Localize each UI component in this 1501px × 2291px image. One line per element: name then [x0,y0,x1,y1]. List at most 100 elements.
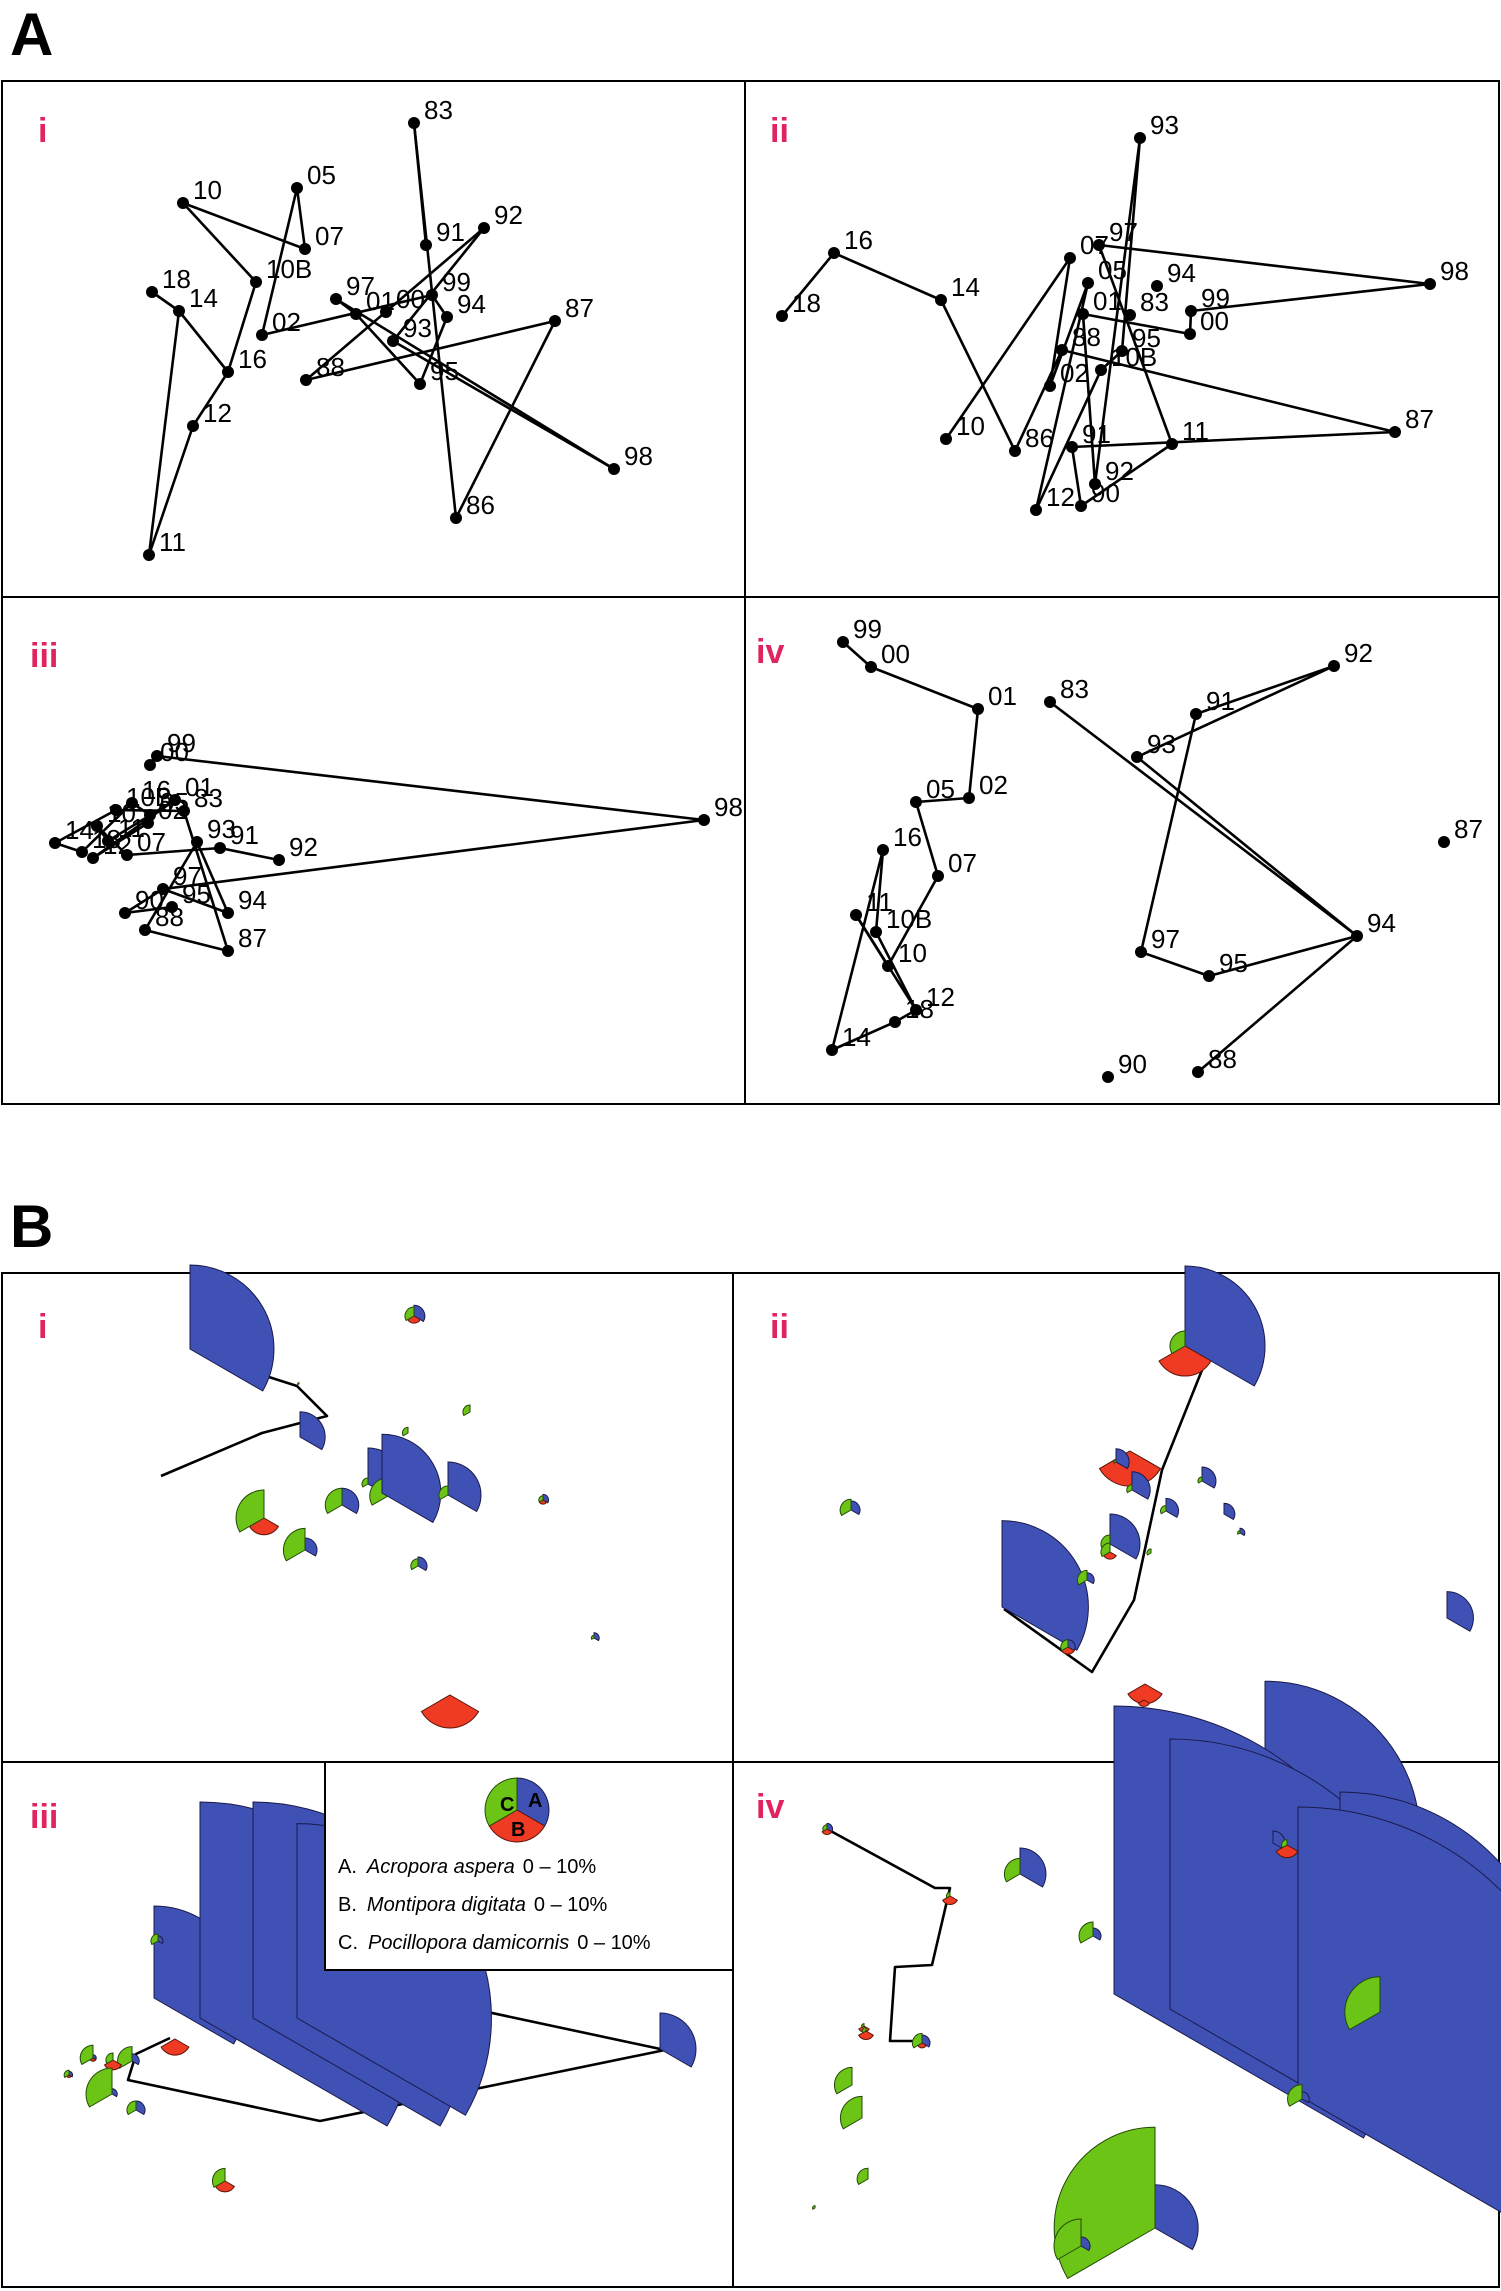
trajectory-segment-i-05-02 [260,187,299,336]
site-glyph-iv-21 [856,2167,869,2186]
legend-wedge-c [484,1777,518,1827]
wedge-pocillopora [839,2095,863,2130]
wedge-acropora [299,1411,326,1451]
site-point-i-00 [380,306,392,318]
site-label-ii-12: 12 [1046,482,1075,512]
trajectory-segment-iv-83-94 [1049,700,1358,938]
site-point-iii-11 [102,835,114,847]
site-label-iv-93: 93 [1147,729,1176,759]
legend-item-b-range: 0 – 10% [534,1894,608,1916]
site-glyph-i-11 [538,1493,549,1505]
wedge-pocillopora [297,1382,300,1386]
site-point-i-93 [387,335,399,347]
wedge-pocillopora [538,1495,544,1503]
legend-item-a-species: Acropora aspera [366,1856,515,1878]
wedge-acropora [1446,1591,1474,1632]
wedge-pocillopora [1197,1476,1203,1484]
legend-wedge-a [516,1777,550,1827]
site-label-iv-00: 00 [881,639,910,669]
site-glyph-i-7 [324,1487,360,1515]
trajectory-segment-iii-93-88 [143,841,199,931]
legend-item-c-species: Pocillopora damicornis [368,1932,569,1954]
legend-item-b-letter: B. [338,1894,357,1916]
wedge-pocillopora [839,1498,852,1517]
wedge-pocillopora [361,1477,369,1488]
section-label-b: B [10,1193,53,1260]
site-point-i-02 [256,329,268,341]
site-label-iii-01: 01 [185,772,214,802]
site-label-i-94: 94 [457,289,486,319]
wedge-pocillopora [79,2044,94,2066]
trajectory-line-i [160,1361,329,1478]
site-point-iii-16 [126,797,138,809]
site-point-i-86 [450,512,462,524]
site-label-iv-12: 12 [926,982,955,1012]
trajectory-segment-ii-00-01 [1082,312,1191,336]
wedge-acropora [1086,1572,1095,1585]
wedge-pocillopora [1100,1542,1111,1558]
site-point-ii-93 [1134,132,1146,144]
site-point-iv-10B [870,926,882,938]
wedge-pocillopora [1344,1976,1381,2031]
site-glyph-iv-14 [1078,1921,1102,1944]
trajectory-segment-i-83-91 [412,122,428,246]
wedge-pocillopora [911,2032,923,2049]
trajectory-segment-i-10-10B [182,202,257,283]
trajectory-segment-iv-92-93 [1136,664,1335,759]
site-glyph-iii-12 [79,2044,97,2066]
wedge-acropora [1092,1927,1102,1941]
section-b-bubble-plots [63,1264,1501,2280]
wedge-pocillopora [462,1404,471,1417]
trajectory-segment-ii-90-11 [1080,442,1173,508]
wedge-acropora [189,1264,275,1392]
site-label-iii-16: 16 [142,775,171,805]
site-label-i-95: 95 [430,356,459,386]
wedge-pocillopora [822,1824,828,1832]
wedge-pocillopora [410,1558,419,1571]
site-point-iv-87 [1438,836,1450,848]
wedge-pocillopora [1003,1857,1021,1883]
site-glyph-iii-13 [63,2069,74,2079]
wedge-acropora [304,1537,318,1557]
site-label-i-12: 12 [203,398,232,428]
site-point-i-92 [478,222,490,234]
site-point-iv-01 [972,703,984,715]
site-point-i-91 [420,239,432,251]
site-point-iii-00 [144,759,156,771]
site-label-i-07: 07 [315,221,344,251]
site-glyph-ii-8 [1197,1466,1217,1489]
wedge-pocillopora [1053,2126,1156,2280]
wedge-pocillopora [282,1527,306,1562]
site-glyph-iv-15 [821,1822,833,1836]
site-label-i-18: 18 [162,264,191,294]
site-point-ii-90 [1075,500,1087,512]
site-point-ii-99 [1185,305,1197,317]
wedge-acropora [341,1487,360,1515]
site-label-ii-10: 10 [956,411,985,441]
site-label-ii-95: 95 [1132,323,1161,353]
site-glyph-i-0 [189,1264,275,1392]
site-glyph-iv-13 [1003,1847,1047,1888]
site-label-iii-94: 94 [238,885,267,915]
site-point-ii-88 [1056,344,1068,356]
site-point-iv-88 [1192,1066,1204,1078]
site-glyph-i-15 [297,1382,300,1386]
site-point-iii-83 [178,805,190,817]
site-glyph-iii-5 [150,1933,164,1946]
site-point-i-05 [291,182,303,194]
trajectory-segment-iii-88-87 [144,928,229,953]
wedge-pocillopora [324,1487,343,1515]
wedge-pocillopora [1281,1839,1288,1849]
trajectory-segment-iii-10B-14 [54,808,117,845]
site-glyph-ii-5 [1113,1448,1130,1470]
trajectory-segment-ii-97-98 [1098,243,1431,286]
site-point-iv-92 [1328,660,1340,672]
site-glyph-iii-11 [211,2167,236,2193]
trajectory-segment-ii-98-99 [1190,282,1431,313]
site-label-ii-87: 87 [1405,404,1434,434]
site-label-iv-05: 05 [926,774,955,804]
site-point-iv-02 [963,792,975,804]
site-point-iv-97 [1135,946,1147,958]
